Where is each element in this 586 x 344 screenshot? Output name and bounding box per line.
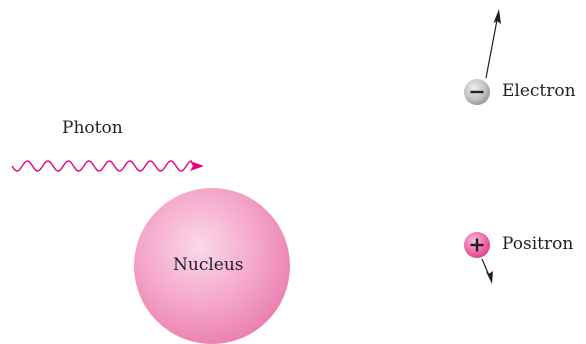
photon-label: Photon [62,120,123,137]
positron-label: Positron [502,236,573,253]
electron-label: Electron [502,83,576,100]
positron-arrow-icon [482,259,493,284]
electron-arrow-icon [486,9,501,78]
photon-wavy-arrow-icon [12,161,204,171]
positron-plus-sphere-icon [464,232,490,258]
nucleus-label: Nucleus [173,257,244,274]
electron-minus-sphere-icon [464,79,490,105]
